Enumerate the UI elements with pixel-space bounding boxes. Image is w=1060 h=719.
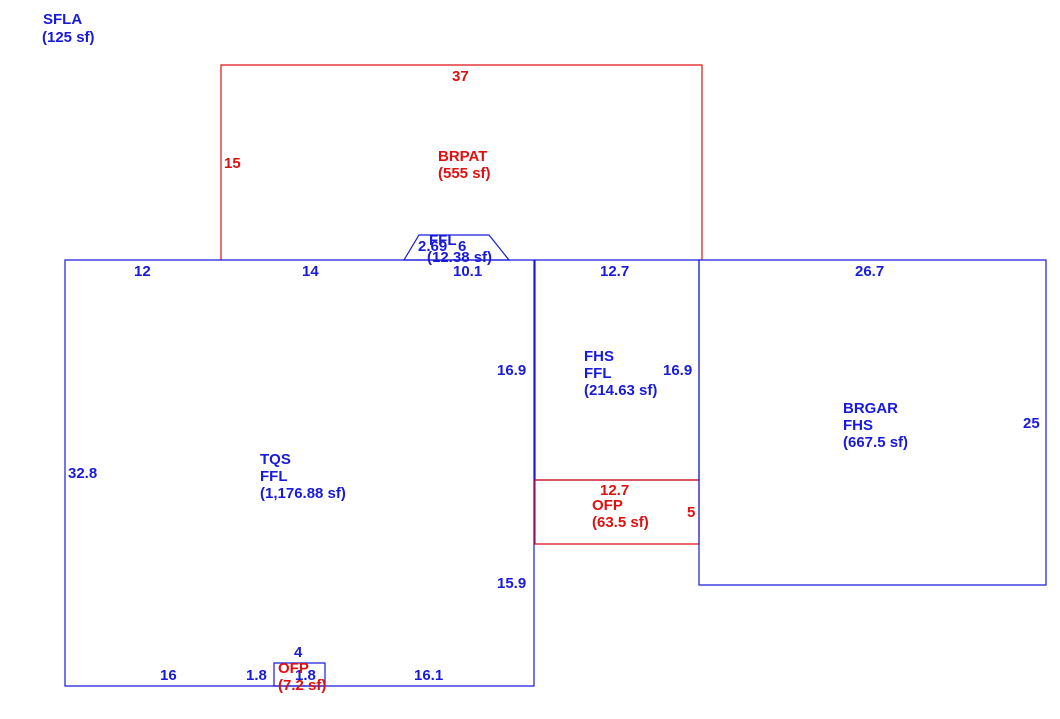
brgar-code-1: BRGAR bbox=[843, 400, 898, 417]
area-ofp-mid[interactable]: 12.7 OFP (63.5 sf) 5 bbox=[534, 479, 700, 545]
brgar-right-dim: 25 bbox=[1023, 415, 1040, 432]
area-small-ffl[interactable]: FFL 2.69 6 (12.38 sf) bbox=[402, 232, 511, 266]
small-ffl-code: FFL bbox=[429, 232, 457, 249]
brgar-outline bbox=[698, 259, 1047, 586]
tqs-outline bbox=[64, 259, 535, 687]
tqs-bottom-dim-3: 16.1 bbox=[414, 667, 443, 684]
ofp-bottom-outline bbox=[273, 662, 326, 687]
small-ffl-area: (12.38 sf) bbox=[427, 249, 492, 266]
fhs-code-1: FHS bbox=[584, 348, 614, 365]
tqs-top-dim-1: 12 bbox=[134, 263, 151, 280]
tqs-bottom-dim-2: 1.8 bbox=[246, 667, 267, 684]
tqs-right-dim-lower: 15.9 bbox=[497, 575, 526, 592]
ofp-mid-area: (63.5 sf) bbox=[592, 514, 649, 531]
fhs-right-dim: 16.9 bbox=[663, 362, 692, 379]
brpat-area: (555 sf) bbox=[438, 165, 491, 182]
ofp-mid-top-dim: 12.7 bbox=[600, 482, 629, 499]
ofp-bottom-code: OFP bbox=[278, 660, 309, 677]
area-brpat[interactable]: BRPAT (555 sf) 37 15 bbox=[220, 64, 703, 260]
tqs-code-1: TQS bbox=[260, 451, 291, 468]
brpat-code: BRPAT bbox=[438, 148, 487, 165]
ofp-bottom-side-dim: 1.8 bbox=[295, 667, 316, 684]
area-brgar[interactable]: BRGAR FHS (667.5 sf) 26.7 25 bbox=[698, 259, 1047, 586]
fhs-code-2: FFL bbox=[584, 365, 612, 382]
brpat-left-dim: 15 bbox=[224, 155, 241, 172]
tqs-area: (1,176.88 sf) bbox=[260, 485, 346, 502]
fhs-top-dim: 12.7 bbox=[600, 263, 629, 280]
small-ffl-dim-b: 6 bbox=[458, 238, 466, 255]
summary-area: (125 sf) bbox=[42, 29, 95, 46]
tqs-top-dim-2: 14 bbox=[302, 263, 319, 280]
summary-title: SFLA bbox=[43, 11, 82, 28]
tqs-bottom-dim-1: 16 bbox=[160, 667, 177, 684]
tqs-top-dim-3: 10.1 bbox=[453, 263, 482, 280]
area-tqs[interactable]: TQS FFL (1,176.88 sf) 12 14 10.1 32.8 16… bbox=[64, 259, 535, 687]
brgar-code-2: FHS bbox=[843, 417, 873, 434]
tqs-right-dim-upper: 16.9 bbox=[497, 362, 526, 379]
small-ffl-dim-a: 2.69 bbox=[418, 238, 447, 255]
tqs-code-2: FFL bbox=[260, 468, 288, 485]
brpat-top-dim: 37 bbox=[452, 68, 469, 85]
tqs-left-dim: 32.8 bbox=[68, 465, 97, 482]
ofp-bottom-area: (7.2 sf) bbox=[278, 677, 326, 694]
brgar-area: (667.5 sf) bbox=[843, 434, 908, 451]
brgar-top-dim: 26.7 bbox=[855, 263, 884, 280]
fhs-area: (214.63 sf) bbox=[584, 382, 657, 399]
area-fhs[interactable]: FHS FFL (214.63 sf) 12.7 16.9 bbox=[534, 259, 700, 481]
ofp-bottom-top-dim: 4 bbox=[294, 644, 303, 661]
ofp-mid-right-dim: 5 bbox=[687, 504, 695, 521]
ofp-mid-code: OFP bbox=[592, 497, 623, 514]
area-ofp-bottom[interactable]: 4 1.8 OFP (7.2 sf) bbox=[273, 644, 326, 694]
summary-legend: SFLA (125 sf) bbox=[42, 11, 95, 46]
brpat-outline bbox=[220, 64, 703, 260]
